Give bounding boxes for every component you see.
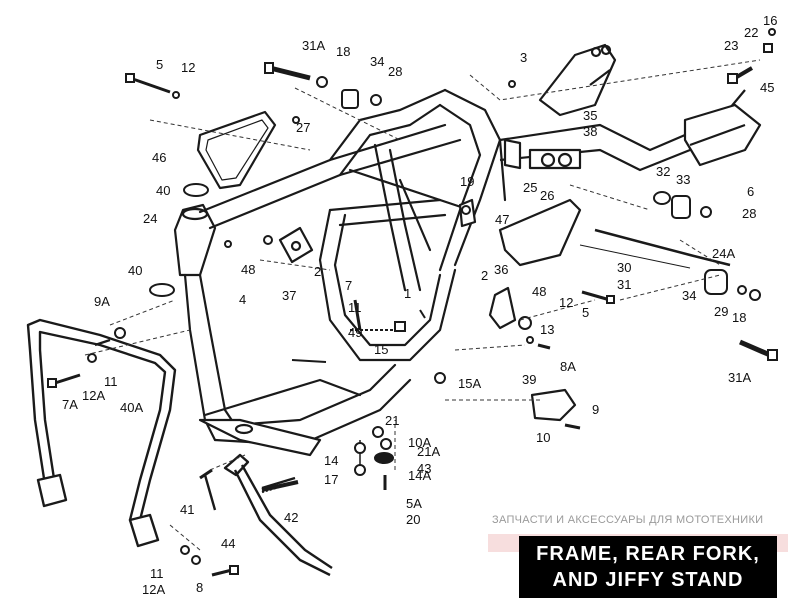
part-label: 47 (495, 212, 509, 227)
part-label: 28 (388, 64, 402, 79)
title-line-1: FRAME, REAR FORK, (536, 543, 760, 565)
part-label: 5 (156, 57, 163, 72)
part-label: 22 (744, 25, 758, 40)
jiffy-stand-drawing (203, 453, 333, 577)
part-label: 8 (196, 580, 203, 595)
part-label: 49 (348, 325, 362, 340)
side-plates-drawing (196, 110, 582, 422)
part-label: 11 (104, 374, 118, 389)
part-label: 34 (370, 54, 384, 69)
part-label: 43 (417, 461, 431, 476)
part-label: 42 (284, 510, 298, 525)
part-labels: 31A 18 34 28 3 23 22 16 5 12 27 35 38 45… (62, 13, 777, 597)
part-label: 9A (94, 294, 110, 309)
part-label: 25 (523, 180, 537, 195)
part-label: 38 (583, 124, 597, 139)
part-label: 10 (536, 430, 550, 445)
part-label: 46 (152, 150, 166, 165)
part-label: 7A (62, 397, 78, 412)
part-label: 31 (617, 277, 631, 292)
part-label: 8A (560, 359, 576, 374)
part-label: 4 (239, 292, 246, 307)
part-label: 12A (142, 582, 165, 597)
watermark-text: ЗАПЧАСТИ И АКСЕССУАРЫ ДЛЯ МОТОТЕХНИКИ (492, 514, 764, 526)
part-label: 21 (385, 413, 399, 428)
part-label: 3 (520, 50, 527, 65)
part-label: 31A (728, 370, 751, 385)
part-label: 14 (324, 453, 338, 468)
part-label: 44 (221, 536, 235, 551)
part-label: 7 (345, 278, 352, 293)
part-label: 13 (540, 322, 554, 337)
part-label: 12 (559, 295, 573, 310)
diagram-title: FRAME, REAR FORK, AND JIFFY STAND (519, 536, 777, 598)
part-label: 48 (241, 262, 255, 277)
part-label: 1 (404, 286, 411, 301)
part-label: 17 (324, 472, 338, 487)
part-label: 24 (143, 211, 157, 226)
part-label: 35 (583, 108, 597, 123)
part-label: 28 (742, 206, 756, 221)
part-label: 23 (724, 38, 738, 53)
frame-drawing (173, 88, 507, 457)
part-label: 24A (712, 246, 735, 261)
title-line-2: AND JIFFY STAND (552, 569, 744, 591)
part-label: 33 (676, 172, 690, 187)
part-label: 18 (732, 310, 746, 325)
part-label: 12 (181, 60, 195, 75)
part-label: 5 (582, 305, 589, 320)
part-label: 29 (714, 304, 728, 319)
part-label: 16 (763, 13, 777, 28)
part-label: 48 (532, 284, 546, 299)
leader-lines (84, 59, 761, 551)
part-label: 19 (460, 174, 474, 189)
part-label: 18 (336, 44, 350, 59)
crash-bar-drawing (26, 318, 177, 548)
part-label: 11 (348, 300, 362, 315)
part-label: 15A (458, 376, 481, 391)
part-label: 40 (128, 263, 142, 278)
part-label: 37 (282, 288, 296, 303)
rear-fork-drawing (499, 43, 762, 172)
part-label: 36 (494, 262, 508, 277)
part-label: 2 (314, 264, 321, 279)
part-label: 21A (417, 444, 440, 459)
part-label: 26 (540, 188, 554, 203)
part-label: 14A (408, 468, 431, 483)
part-label: 9 (592, 402, 599, 417)
part-label: 20 (406, 512, 420, 527)
part-label: 41 (180, 502, 194, 517)
part-label: 10A (408, 435, 431, 450)
part-label: 5A (406, 496, 422, 511)
part-label: 15 (374, 342, 388, 357)
part-label: 6 (747, 184, 754, 199)
part-label: 27 (296, 120, 310, 135)
part-label: 40A (120, 400, 143, 415)
part-label: 34 (682, 288, 696, 303)
part-label: 30 (617, 260, 631, 275)
part-label: 2 (481, 268, 488, 283)
part-label: 39 (522, 372, 536, 387)
part-label: 12A (82, 388, 105, 403)
part-label: 32 (656, 164, 670, 179)
part-label: 45 (760, 80, 774, 95)
part-label: 11 (150, 566, 164, 581)
part-label: 31A (302, 38, 325, 53)
part-label: 40 (156, 183, 170, 198)
hardware-drawing (47, 28, 778, 577)
